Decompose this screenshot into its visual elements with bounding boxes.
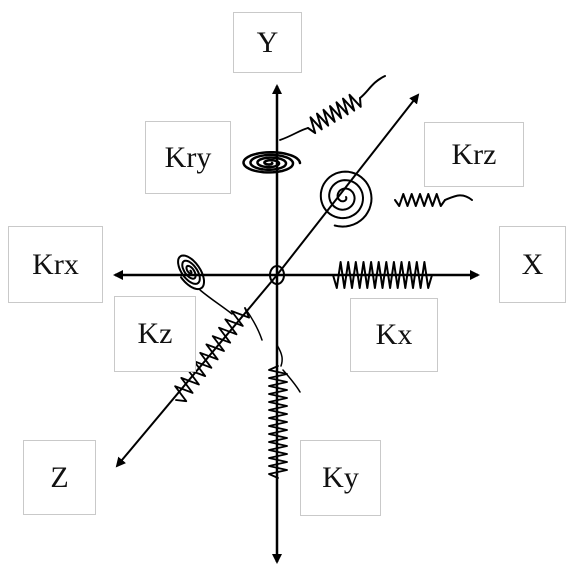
z-axis-up [276,93,420,276]
origin-marker [269,265,285,285]
label-y: Y [233,12,302,73]
krz-spring [394,193,446,207]
ky-spring [268,365,288,479]
ky-spring-tail [282,369,301,393]
label-z: Z [23,440,96,515]
label-x: X [499,226,566,303]
kz-spring [174,307,250,403]
kz-spring-lead [244,307,263,341]
krz-spiral [319,170,373,228]
kry-spiral [242,151,302,174]
label-kz: Kz [114,296,196,372]
kry-spring-lead [279,127,309,141]
label-krx: Krx [8,226,103,303]
z-axis-down [115,274,278,468]
label-kry: Kry [145,121,231,194]
krx-spiral [177,254,205,291]
springs-group [174,75,473,479]
label-krz: Krz [424,122,524,187]
krz-spring-tail [444,194,473,201]
kx-spring [332,261,433,289]
ky-spring-lead [276,344,283,367]
kry-spring [307,93,362,135]
krx-spiral-lead [199,289,233,315]
kry-spring-tail [359,75,386,99]
label-ky: Ky [300,440,381,516]
label-kx: Kx [350,298,438,372]
